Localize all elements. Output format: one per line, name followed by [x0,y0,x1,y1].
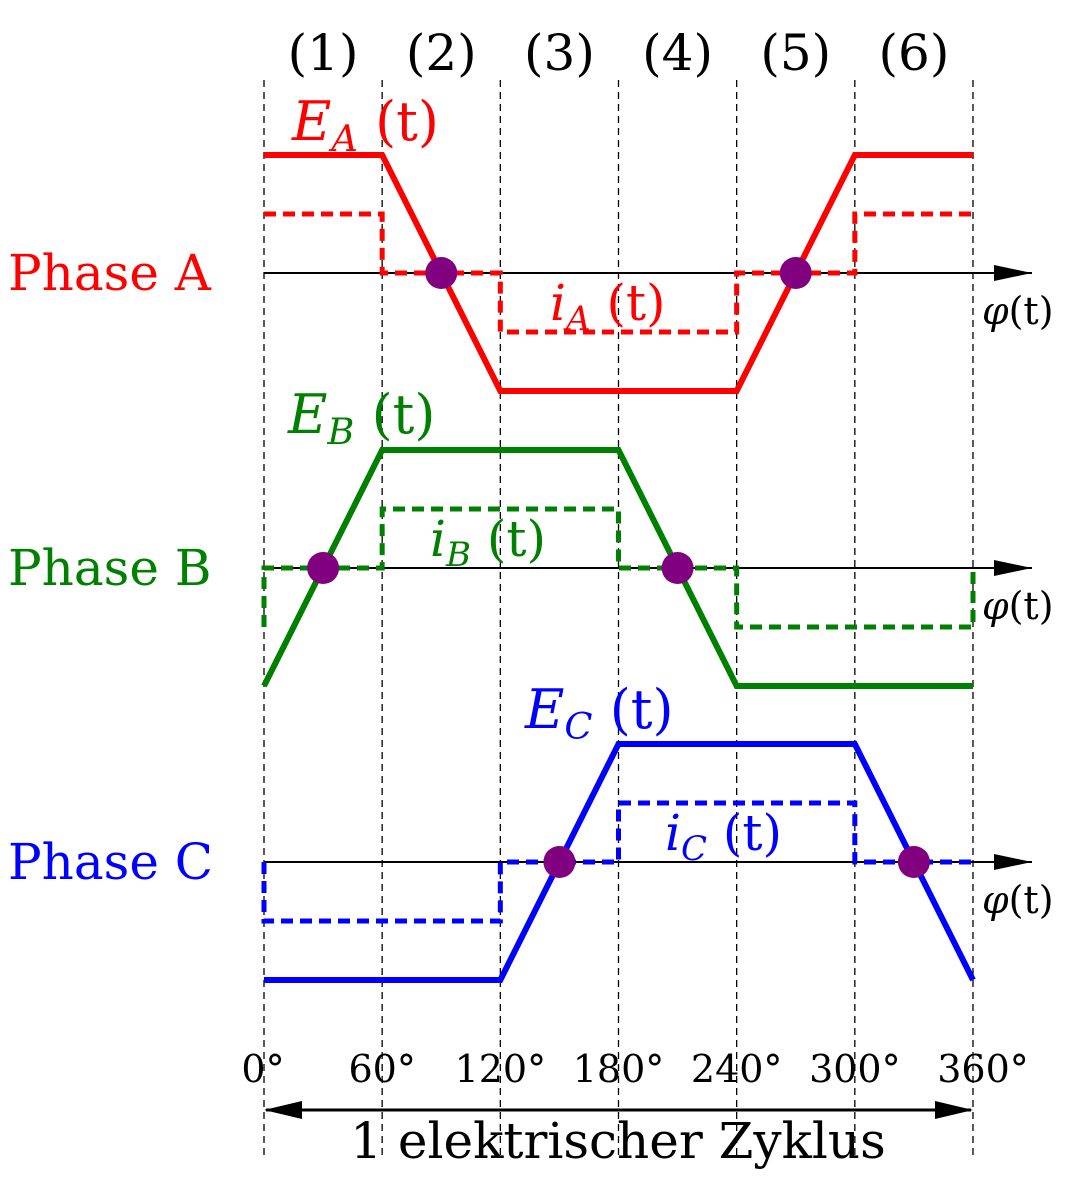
current-label-a-symbol: i [550,274,566,332]
axis-label-phi-argument: (t) [1009,289,1054,333]
axis-label-phi-symbol: φ [982,584,1009,628]
emf-label-b: EB (t) [287,383,435,453]
phase-a: Phase Aφ(t)EA (t)iA (t) [8,90,1054,394]
axis-label-phi-symbol: φ [982,878,1009,922]
segment-label-4: (4) [642,24,713,82]
cycle-arrow-right-head [935,1101,973,1119]
angle-tick-0: 0° [241,1047,284,1091]
current-label-a-argument: (t) [591,274,666,332]
emf-label-b-symbol: E [287,383,327,446]
phase-label-c: Phase C [8,833,213,891]
emf-label-b-subscript: B [326,410,354,453]
angle-tick-240: 240° [691,1047,783,1091]
phase-label-b: Phase B [8,539,212,597]
current-label-b: iB (t) [430,510,546,575]
zero-crossing-marker [661,552,694,584]
current-label-c-subscript: C [681,829,707,869]
segment-label-1: (1) [288,24,359,82]
segment-label-5: (5) [760,24,831,82]
current-label-c: iC (t) [665,804,782,869]
angle-tick-300: 300° [809,1047,901,1091]
zero-crossing-marker [425,257,458,289]
emf-label-a-argument: (t) [358,90,439,153]
segment-label-2: (2) [406,24,477,82]
segment-label-6: (6) [879,24,950,82]
phase-label-a: Phase A [8,244,212,302]
zero-crossing-marker [307,552,340,584]
vertical-guides [263,80,974,1160]
axis-label-phi: φ(t) [982,878,1054,922]
emf-label-a-subscript: A [328,117,358,160]
emf-waveform-c [264,741,976,983]
current-label-c-symbol: i [665,804,681,862]
emf-label-c: EC (t) [524,678,674,748]
axis-label-phi: φ(t) [982,289,1054,333]
current-label-a: iA (t) [550,274,666,339]
zero-crossing-marker [779,257,812,289]
emf-waveform-a [264,152,973,394]
angle-tick-60: 60° [348,1047,415,1091]
current-label-c-argument: (t) [707,804,782,862]
phases: Phase Aφ(t)EA (t)iA (t)Phase Bφ(t)EB (t)… [8,90,1054,983]
emf-label-a-symbol: E [291,90,331,153]
current-label-b-argument: (t) [471,510,546,568]
angle-tick-120: 120° [455,1047,547,1091]
emf-label-c-argument: (t) [593,678,674,741]
segment-labels: (1) (2) (3) (4) (5) (6) [288,24,950,82]
emf-label-c-symbol: E [524,678,564,741]
current-label-a-subscript: A [563,299,591,339]
angle-tick-360: 360° [937,1047,1029,1091]
phase-c: Phase Cφ(t)EC (t)iC (t) [8,678,1054,983]
emf-label-c-subscript: C [564,705,592,748]
axis-label-phi-argument: (t) [1009,878,1054,922]
angle-ticks: 0° 60° 120° 180° 240° 300° 360° [241,1047,1028,1091]
segment-label-3: (3) [524,24,595,82]
emf-label-a: EA (t) [291,90,439,160]
cycle-arrow-left-head [264,1101,302,1119]
emf-label-b-argument: (t) [354,383,435,446]
cycle-label: 1 elektrischer Zyklus [350,1112,886,1170]
emf-waveform-b [261,447,973,689]
zero-crossing-marker [543,846,576,878]
zero-crossing-marker [897,846,930,878]
current-waveform-c [261,800,973,924]
axis-label-phi-symbol: φ [982,289,1009,333]
axis-label-phi-argument: (t) [1009,584,1054,628]
cycle-indicator: 1 elektrischer Zyklus [264,1101,973,1170]
current-label-b-subscript: B [445,535,471,575]
angle-tick-180: 180° [573,1047,665,1091]
phase-b: Phase Bφ(t)EB (t)iB (t) [8,383,1054,689]
current-label-b-symbol: i [430,510,446,568]
axis-label-phi: φ(t) [982,584,1054,628]
